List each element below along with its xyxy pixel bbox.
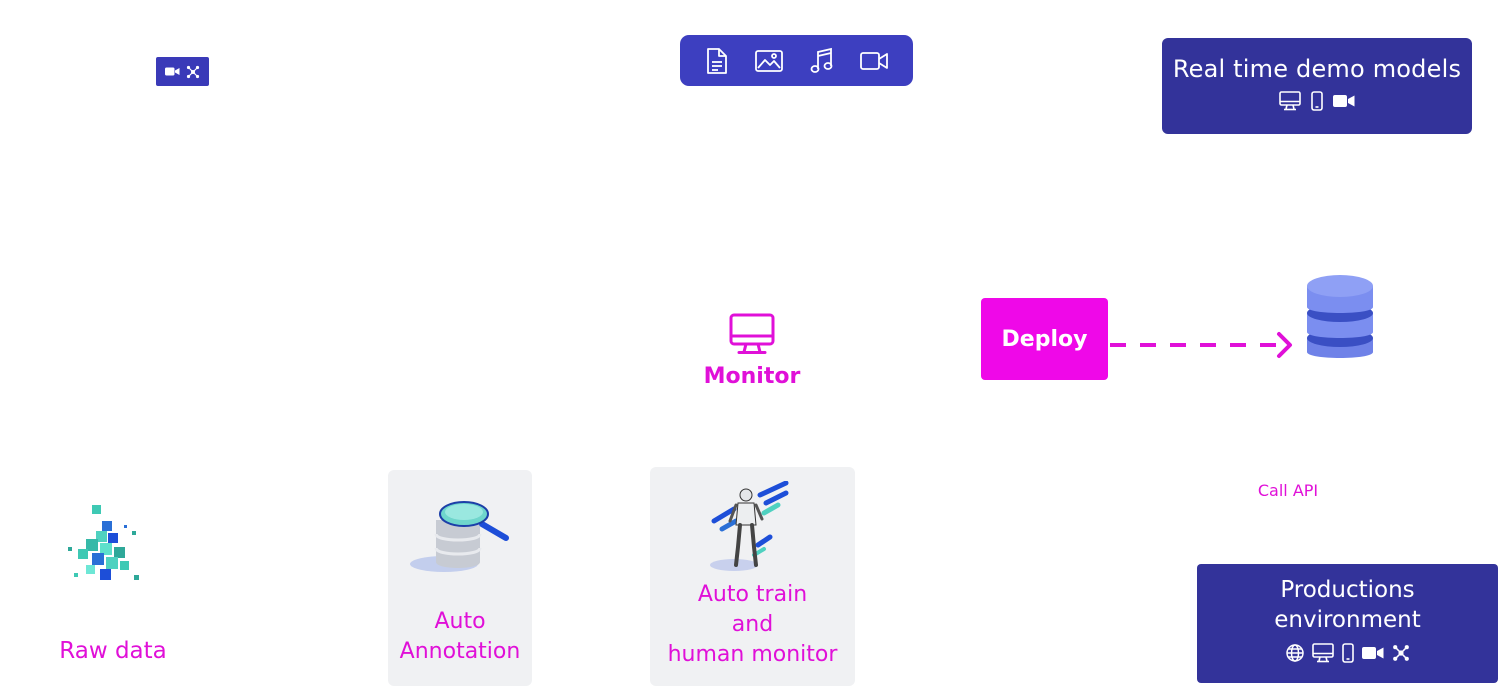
document-icon bbox=[705, 47, 729, 75]
media-types-bar bbox=[680, 35, 913, 86]
raw-data-label: Raw data bbox=[59, 638, 167, 664]
video-icon bbox=[859, 51, 888, 71]
productions-environment-box: Productions environment bbox=[1197, 564, 1498, 683]
deploy-button[interactable]: Deploy bbox=[981, 298, 1108, 380]
auto-train-label-line1: Auto train bbox=[697, 582, 808, 607]
auto-annotation-label-line2: Annotation bbox=[399, 639, 521, 664]
monitor-icon bbox=[729, 313, 775, 355]
database-search-icon bbox=[410, 500, 514, 578]
auto-train-label-line2: and bbox=[731, 612, 774, 637]
video-camera-icon bbox=[1361, 645, 1384, 661]
productions-title-line2: environment bbox=[1274, 607, 1421, 633]
productions-title-line1: Productions bbox=[1280, 577, 1415, 603]
globe-icon bbox=[1285, 644, 1304, 662]
mobile-icon bbox=[1311, 91, 1323, 111]
auto-train-card: Auto train and human monitor bbox=[650, 467, 855, 686]
image-icon bbox=[755, 49, 784, 72]
realtime-demo-box: Real time demo models bbox=[1162, 38, 1472, 134]
small-badge bbox=[156, 57, 209, 86]
desktop-icon bbox=[1279, 91, 1301, 111]
monitor-label: Monitor bbox=[703, 364, 801, 389]
auto-annotation-card: Auto Annotation bbox=[388, 470, 532, 686]
video-camera-icon bbox=[1333, 93, 1355, 109]
network-nodes-icon bbox=[186, 65, 200, 79]
music-note-icon bbox=[810, 47, 834, 75]
video-camera-icon bbox=[165, 66, 180, 77]
auto-train-label-line3: human monitor bbox=[667, 642, 838, 667]
robot-icon bbox=[708, 481, 792, 573]
desktop-icon bbox=[1311, 643, 1334, 663]
data-cubes-icon bbox=[64, 503, 144, 587]
network-nodes-icon bbox=[1392, 644, 1410, 662]
database-icon bbox=[1305, 272, 1375, 366]
call-api-label: Call API bbox=[1257, 481, 1319, 500]
deploy-arrow bbox=[1108, 330, 1298, 364]
realtime-title: Real time demo models bbox=[1172, 55, 1462, 83]
auto-annotation-label-line1: Auto bbox=[434, 609, 486, 634]
mobile-icon bbox=[1341, 643, 1354, 663]
deploy-label: Deploy bbox=[1001, 326, 1088, 352]
